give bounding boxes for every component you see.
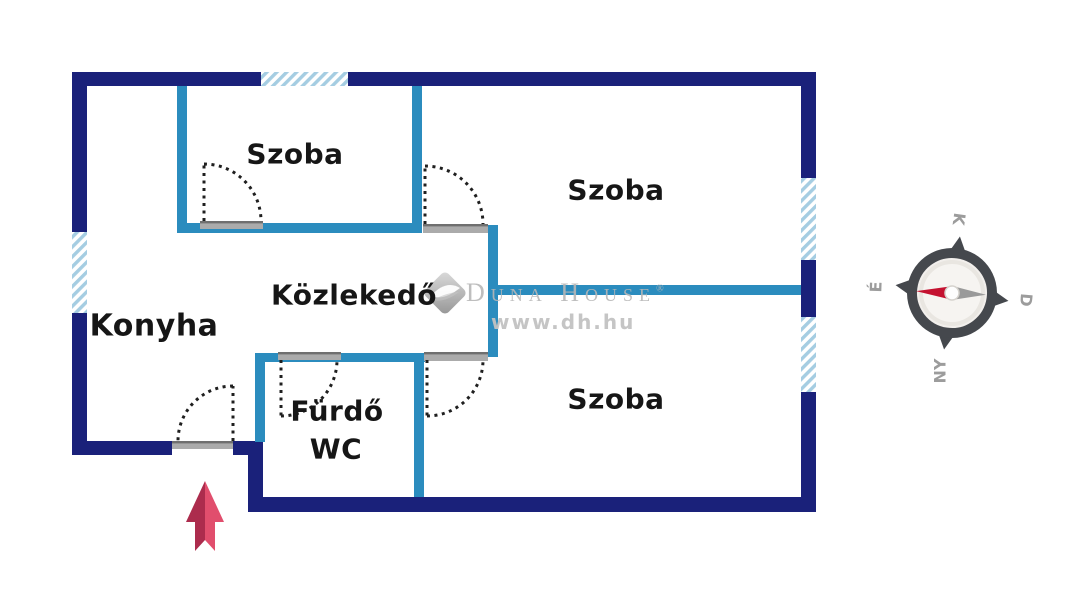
room-label-konyha: Konyha [89,308,219,344]
threshold-edge [172,441,233,444]
wall-left-upper-segment [72,72,87,232]
registered-mark: ® [656,283,664,295]
dunahouse-logo-icon [424,272,466,314]
threshold-edge [424,352,488,355]
compass-label-south: D [1015,292,1037,308]
door-thresholds [172,221,488,449]
threshold-szoba2-door [423,224,488,233]
wall-szoba1-szoba2 [412,86,422,233]
threshold-furdo-door [278,352,341,360]
watermark-brand-text: Duna House [466,278,657,307]
door-swing-szoba-bottom [425,359,485,418]
compass-label-west: NY [930,358,950,384]
room-label-szoba-top-left: Szoba [246,137,344,171]
outer-walls [72,72,816,512]
threshold-szoba1-door [200,221,263,229]
entrance-arrow-right-half [205,481,224,551]
window-right-lower [801,317,816,392]
window-right-upper [801,178,816,260]
room-label-furdo: Fürdő [290,394,384,428]
door-swing-szoba-top-left [202,162,263,222]
threshold-edge [200,221,263,224]
wall-furdo-szoba3 [414,353,424,497]
wall-szoba2-szoba3 [493,285,801,295]
wall-right-lower-segment [801,392,816,512]
entrance-arrow-icon [186,481,224,551]
compass-needle [916,285,986,301]
wall-step-vertical [248,441,263,512]
entrance-arrow-left-half [186,481,205,551]
room-label-wc: WC [309,432,363,466]
windows [72,72,816,392]
room-label-szoba-top-right: Szoba [567,173,665,207]
logo-wave-shadow [433,292,459,301]
wall-right-middle-segment [801,260,816,317]
compass-rose-icon [895,236,1009,350]
threshold-edge [278,352,341,355]
wall-left-lower-segment [72,313,87,455]
threshold-szoba3-door [424,352,488,361]
wall-top-left-segment [72,72,261,86]
room-label-kozlekedo: Közlekedő [271,278,437,312]
room-label-szoba-bottom: Szoba [567,382,665,416]
door-swings [176,162,485,442]
wall-szoba1-kozlekedo [177,223,422,233]
window-left-wall [72,232,87,313]
door-swing-szoba-top-right [423,164,485,225]
compass-label-north: É [866,281,886,293]
wall-top-right-segment [348,72,816,86]
logo-wave [431,284,460,298]
threshold-entrance-door [172,441,233,449]
watermark-url: www.dh.hu [491,310,636,334]
wall-bottom-left-segment [72,441,172,455]
compass-needle-pivot [944,285,960,301]
door-swing-entrance [176,384,235,442]
wall-furdo-left [255,353,265,442]
wall-bottom [248,497,816,512]
compass-needle-south [951,286,986,300]
threshold-edge [423,224,488,227]
compass-needle-north [916,286,954,301]
wall-konyha-szoba [177,86,187,233]
wall-right-upper-segment [801,72,816,178]
window-top-wall [261,72,348,86]
door-swing-furdo [279,359,339,418]
watermark-brand: Duna House® [466,278,664,308]
compass-label-east: K [948,211,970,227]
